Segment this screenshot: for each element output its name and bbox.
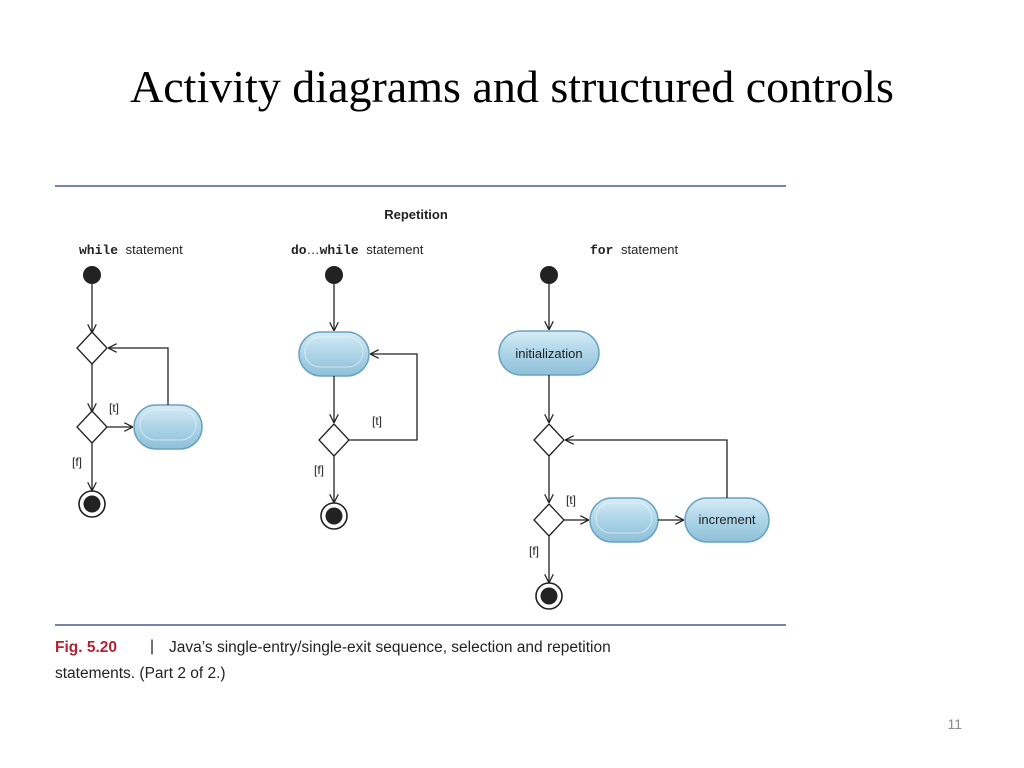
- for-decision-node: [533, 503, 565, 537]
- slide-number: 11: [947, 716, 962, 732]
- for-body-action: [589, 497, 659, 543]
- for-initial-node: [540, 266, 558, 284]
- figure-label: Fig. 5.20: [55, 639, 117, 656]
- do-while-action-state: [298, 331, 370, 377]
- caption-line-1: Java’s single-entry/single-exit sequence…: [169, 639, 611, 656]
- do-while-decision-node: [318, 423, 350, 457]
- while-initial-node: [83, 266, 101, 284]
- caption-line-2: statements. (Part 2 of 2.): [55, 665, 226, 682]
- do-keyword: do: [291, 243, 307, 258]
- for-guard-true: [t]: [566, 493, 576, 507]
- while-keyword: while: [79, 243, 118, 258]
- while-guard-true: [t]: [109, 401, 119, 415]
- figure-caption: Fig. 5.20 | Java’s single-entry/single-e…: [55, 638, 611, 682]
- do-while-initial-node: [325, 266, 343, 284]
- do-while-guard-false: [f]: [314, 463, 324, 477]
- figure-heading: Repetition: [384, 207, 448, 222]
- do-while-keyword: while: [320, 243, 359, 258]
- for-merge-node: [533, 423, 565, 457]
- for-diagram: for statement initialization increment […: [498, 242, 770, 610]
- do-while-caption-text: statement: [366, 242, 423, 257]
- while-decision-node: [76, 410, 108, 444]
- while-action-state: [133, 404, 203, 450]
- for-caption: for statement: [590, 242, 679, 258]
- do-while-diagram: do…while statement [t] [f]: [291, 242, 424, 530]
- for-caption-text: statement: [621, 242, 678, 257]
- for-initialization-label: initialization: [515, 346, 582, 361]
- while-caption-text: statement: [126, 242, 183, 257]
- while-guard-false: [f]: [72, 455, 82, 469]
- while-caption: while statement: [79, 242, 183, 258]
- do-while-guard-true: [t]: [372, 414, 382, 428]
- do-while-caption: do…while statement: [291, 242, 424, 258]
- caption-separator: |: [150, 638, 154, 655]
- for-keyword: for: [590, 243, 613, 258]
- for-increment-label: increment: [698, 512, 755, 527]
- for-guard-false: [f]: [529, 544, 539, 558]
- while-diagram: while statement [t] [f]: [72, 242, 203, 518]
- while-merge-node: [76, 331, 108, 365]
- slide-title: Activity diagrams and structured control…: [130, 61, 894, 112]
